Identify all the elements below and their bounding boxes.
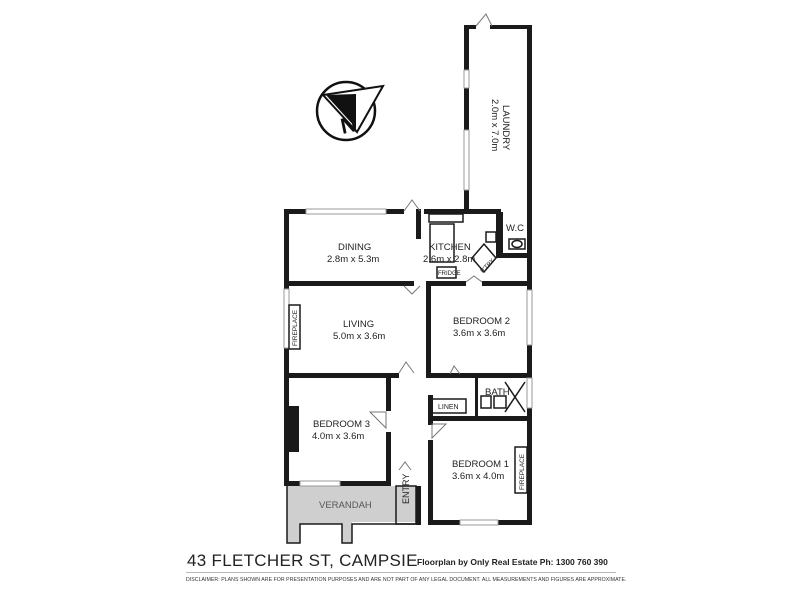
entry-label: ENTRY bbox=[401, 474, 411, 504]
bedroom3-dims: 4.0m x 3.6m bbox=[312, 431, 364, 442]
linen-label: LINEN bbox=[438, 404, 459, 411]
laundry-label-group: LAUNDRY 2.0m x 7.0m bbox=[489, 99, 511, 151]
living-fireplace-label: FIREPLACE bbox=[292, 309, 299, 346]
entry-step bbox=[395, 485, 417, 525]
bath-fittings bbox=[480, 381, 526, 413]
kitchen-label: KITCHEN bbox=[429, 242, 471, 253]
kitchen-fittings bbox=[428, 213, 497, 279]
pantry-label: P'TRY bbox=[480, 258, 496, 274]
living-fireplace bbox=[288, 304, 301, 350]
floorplan-credit: Floorplan by Only Real Estate Ph: 1300 7… bbox=[417, 557, 608, 567]
verandah-label: VERANDAH bbox=[319, 500, 372, 511]
disclaimer-text: DISCLAIMER: PLANS SHOWN ARE FOR PRESENTA… bbox=[186, 577, 627, 583]
bedroom1-fireplace bbox=[514, 446, 528, 494]
north-compass-icon: N bbox=[315, 80, 385, 142]
bedroom2-label: BEDROOM 2 bbox=[453, 316, 510, 327]
compass-label: N bbox=[338, 111, 359, 139]
fridge-label: FRIDGE bbox=[438, 271, 461, 277]
bedroom1-dims: 3.6m x 4.0m bbox=[452, 471, 504, 482]
bedroom2-dims: 3.6m x 3.6m bbox=[453, 328, 505, 339]
toilet-icon bbox=[508, 238, 526, 250]
windows bbox=[283, 69, 533, 526]
bath-label: BATH bbox=[485, 387, 510, 398]
living-label: LIVING bbox=[343, 319, 374, 330]
doors bbox=[368, 13, 493, 471]
dining-label: DINING bbox=[338, 242, 371, 253]
bedroom3-label: BEDROOM 3 bbox=[313, 419, 370, 430]
laundry-dims: 2.0m x 7.0m bbox=[489, 99, 500, 151]
walls bbox=[284, 25, 532, 525]
property-address: 43 FLETCHER ST, CAMPSIE bbox=[187, 551, 418, 570]
wc-label: W.C bbox=[506, 223, 524, 234]
living-dims: 5.0m x 3.6m bbox=[333, 331, 385, 342]
bedroom1-label: BEDROOM 1 bbox=[452, 459, 509, 470]
bedroom1-fireplace-label: FIREPLACE bbox=[519, 453, 526, 490]
laundry-label: LAUNDRY bbox=[500, 105, 511, 151]
footer-divider bbox=[186, 572, 616, 573]
linen-cupboard bbox=[431, 398, 467, 414]
dining-dims: 2.8m x 5.3m bbox=[327, 254, 379, 265]
kitchen-dims: 2.6m x 2.8m bbox=[423, 254, 475, 265]
